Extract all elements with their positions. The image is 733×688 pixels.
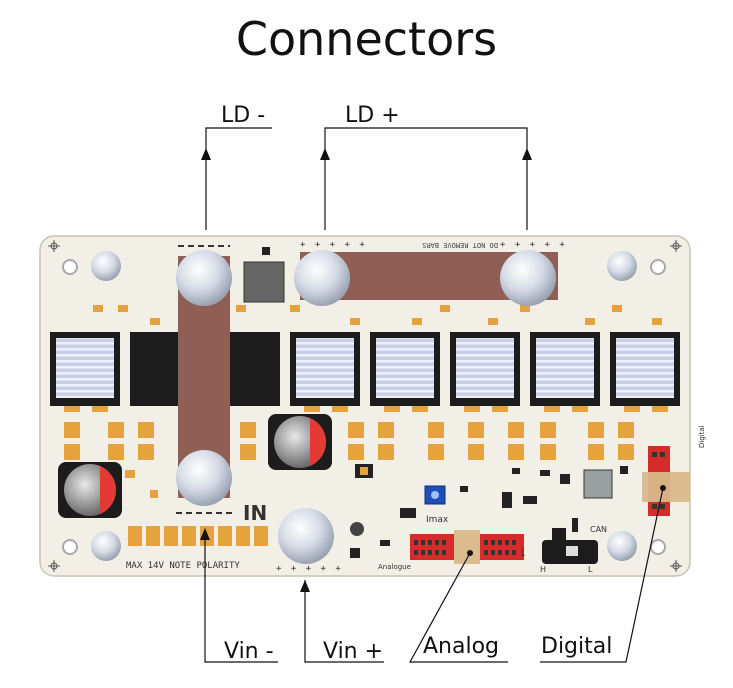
silk-imax: Imax xyxy=(426,515,449,525)
ld-minus-label: LD - xyxy=(221,103,266,128)
annotation-dots xyxy=(467,485,666,556)
silk-plus-bottom: + + + + + xyxy=(276,564,343,574)
annotation-lines xyxy=(204,127,664,663)
small-transistor xyxy=(262,247,270,255)
capacitor-left xyxy=(58,462,122,518)
can-connector xyxy=(542,518,598,564)
silk-bottom-text: MAX 14V NOTE POLARITY xyxy=(126,561,240,571)
smd-components-grid xyxy=(64,422,634,498)
smd-pads-top xyxy=(93,305,662,325)
annotation-arrows xyxy=(200,148,532,592)
module-5 xyxy=(370,332,440,406)
analog-connector xyxy=(410,530,524,564)
vin-plus-label: Vin + xyxy=(323,639,384,664)
silk-in: IN xyxy=(243,501,267,525)
module-7 xyxy=(530,332,600,406)
silk-h: H xyxy=(540,565,546,574)
standoff-bosses xyxy=(91,251,637,561)
module-1 xyxy=(50,332,120,406)
fiducial-marks xyxy=(48,240,682,572)
digital-label: Digital xyxy=(541,634,613,659)
silk-one: 1 xyxy=(520,549,526,559)
silk-can: CAN xyxy=(590,525,607,534)
mounting-holes xyxy=(62,259,666,555)
silk-plus-right: + + + + + xyxy=(500,240,567,250)
terminal-bosses xyxy=(176,250,556,564)
silk-l: L xyxy=(588,565,593,574)
silk-plus-left: + + + + + xyxy=(300,240,367,250)
small-parts xyxy=(350,464,628,558)
capacitor-right xyxy=(268,414,332,470)
module-8 xyxy=(610,332,680,406)
digital-connector xyxy=(642,446,690,516)
module-6 xyxy=(450,332,520,406)
vin-minus-label: Vin - xyxy=(224,639,274,664)
module-4 xyxy=(290,332,360,406)
page-title: Connectors xyxy=(235,12,498,66)
module-tabs xyxy=(64,406,668,412)
silk-analogue: Analogue xyxy=(378,563,411,571)
silk-digital: Digital xyxy=(698,425,706,448)
analog-label: Analog xyxy=(423,634,500,659)
ld-plus-label: LD + xyxy=(345,103,400,128)
regulator-ic xyxy=(243,261,285,303)
silk-top-text: DO NOT REMOVE BARS xyxy=(422,241,498,249)
